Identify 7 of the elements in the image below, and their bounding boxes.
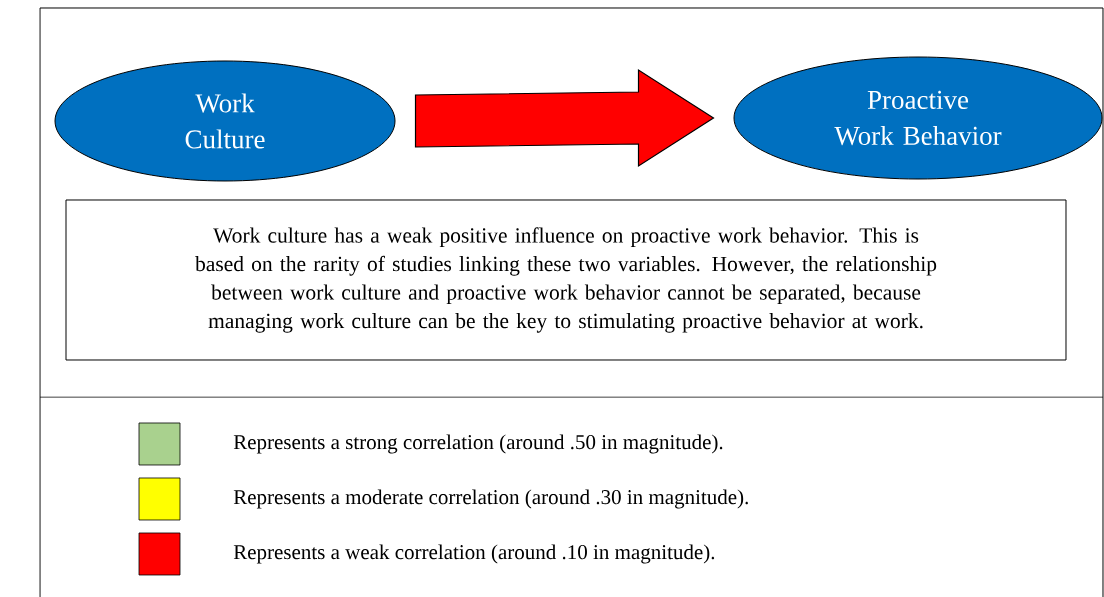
block-arrow: [414, 68, 715, 168]
ellipse-node: Proactive Work Behavior: [733, 56, 1103, 180]
ellipse-node: Work Culture: [54, 60, 396, 182]
text-box: Work culture has a weak positive influence on proactive work behavior. This is based on the rarity of studies linking these two variables. However, the relationship between work culture and proactive work behavior cannot be separated, because managing work culture can be the key to stimulating proactive behavior at work.: [65, 199, 1067, 361]
legend-text: Represents a strong correlation (around .50 in magnitude).: [233, 434, 723, 454]
legend-text: Represents a moderate correlation (around .30 in magnitude).: [233, 489, 748, 509]
legend-text: Represents a weak correlation (around .10 in magnitude).: [233, 544, 715, 564]
